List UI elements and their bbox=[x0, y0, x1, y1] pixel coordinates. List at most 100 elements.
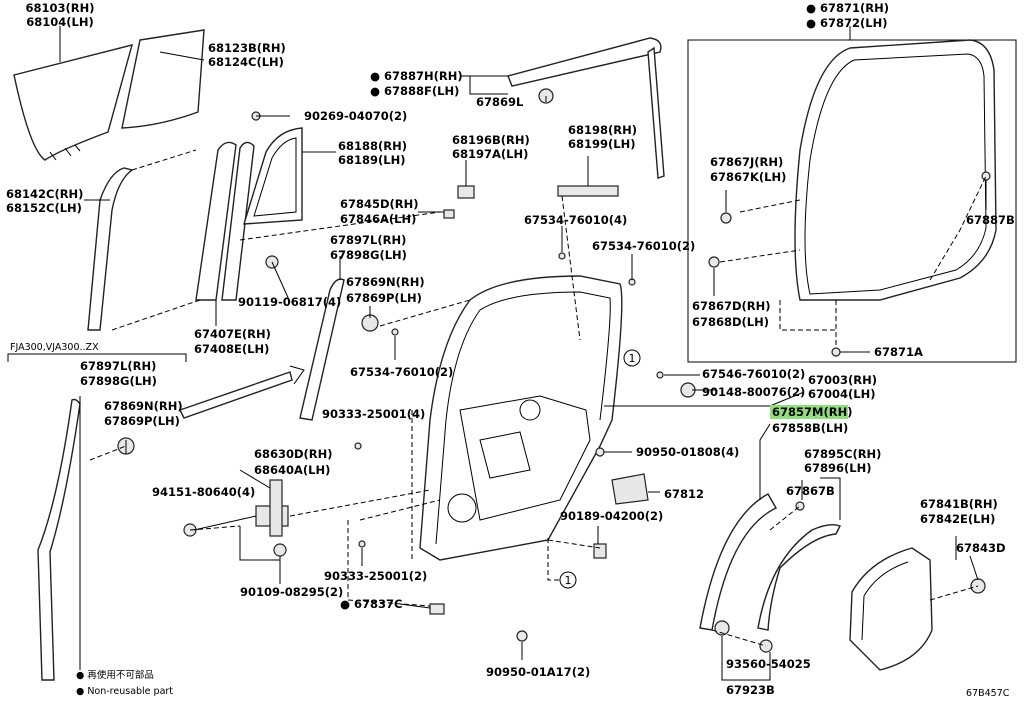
label-67534b[interactable]: 67534-76010(2) bbox=[592, 239, 695, 253]
label-67846a[interactable]: 67846A(LH) bbox=[340, 212, 416, 226]
label-90119[interactable]: 90119-06817(4) bbox=[238, 295, 341, 309]
plug-90333b[interactable] bbox=[358, 540, 366, 548]
label-90109[interactable]: 90109-08295(2) bbox=[240, 585, 343, 599]
label-67867b[interactable]: 67867B bbox=[786, 484, 835, 498]
label-67867k[interactable]: 67867K(LH) bbox=[710, 170, 786, 184]
label-67408e[interactable]: 67408E(LH) bbox=[194, 342, 269, 356]
label-90269[interactable]: 90269-04070(2) bbox=[304, 109, 407, 123]
label-68142c[interactable]: 68142C(RH) bbox=[6, 187, 83, 201]
label-68103[interactable]: 68103(RH) bbox=[26, 1, 95, 15]
label-90950a[interactable]: 90950-01808(4) bbox=[636, 445, 739, 459]
label-68630d[interactable]: 68630D(RH) bbox=[254, 447, 333, 461]
label-67841b[interactable]: 67841B(RH) bbox=[920, 497, 998, 511]
label-67887b[interactable]: 67887B bbox=[966, 213, 1015, 227]
pad-67812[interactable] bbox=[611, 473, 649, 505]
part-67845d[interactable] bbox=[443, 209, 455, 219]
label-67546[interactable]: 67546-76010(2) bbox=[702, 367, 805, 381]
label-67004[interactable]: 67004(LH) bbox=[808, 387, 875, 401]
label-67534a[interactable]: 67534-76010(4) bbox=[524, 213, 627, 227]
part-68196b[interactable] bbox=[457, 185, 475, 199]
label-67871[interactable]: ● 67871(RH) bbox=[806, 1, 889, 15]
label-67871a[interactable]: 67871A bbox=[874, 345, 923, 359]
label-67896[interactable]: 67896(LH) bbox=[804, 461, 871, 475]
quarter-window-frame[interactable] bbox=[243, 127, 303, 225]
plug-90333a[interactable] bbox=[354, 442, 362, 450]
clip-67871a[interactable] bbox=[831, 347, 841, 357]
wheel-arch-moulding[interactable] bbox=[699, 493, 841, 631]
clip-67534c[interactable] bbox=[391, 328, 399, 336]
door-glass[interactable] bbox=[13, 44, 133, 161]
label-67887h[interactable]: ● 67887H(RH) bbox=[370, 69, 463, 83]
label-90148[interactable]: 90148-80076(2) bbox=[702, 385, 805, 399]
label-68152c[interactable]: 68152C(LH) bbox=[6, 201, 82, 215]
label-67868d[interactable]: 67868D(LH) bbox=[692, 315, 769, 329]
label-67867d[interactable]: 67867D(RH) bbox=[692, 299, 771, 313]
part-67837c[interactable] bbox=[429, 603, 445, 615]
label-68104[interactable]: 68104(LH) bbox=[26, 15, 93, 29]
belt-moulding[interactable] bbox=[507, 37, 665, 179]
clip-67867j[interactable] bbox=[720, 212, 732, 224]
part-67923b[interactable] bbox=[714, 620, 730, 636]
glass-run-channel[interactable] bbox=[87, 167, 134, 331]
label-67897l[interactable]: 67897L(RH) bbox=[80, 359, 156, 373]
label-68197a[interactable]: 68197A(LH) bbox=[452, 147, 528, 161]
label-67407e[interactable]: 67407E(RH) bbox=[194, 327, 271, 341]
door-hinge[interactable] bbox=[255, 479, 289, 537]
division-bar[interactable] bbox=[195, 141, 255, 301]
label-68188[interactable]: 68188(RH) bbox=[338, 139, 407, 153]
label-68640a[interactable]: 68640A(LH) bbox=[254, 463, 330, 477]
clip-67534a[interactable] bbox=[558, 252, 566, 260]
arrow bbox=[179, 371, 293, 419]
clip-67546[interactable] bbox=[656, 371, 664, 379]
rear-door-panel[interactable] bbox=[419, 275, 623, 561]
weatherstrip-67897l-top[interactable] bbox=[299, 278, 345, 421]
label-68196b[interactable]: 68196B(RH) bbox=[452, 133, 530, 147]
label-67812[interactable]: 67812 bbox=[664, 487, 704, 501]
label-67857m[interactable]: 67857M(RH) bbox=[772, 405, 852, 419]
label-90950b[interactable]: 90950-01A17(2) bbox=[486, 665, 590, 679]
label-67869p-top[interactable]: 67869P(LH) bbox=[346, 291, 422, 305]
callouts: 68103(RH) 68104(LH) 68123B(RH) 68124C(LH… bbox=[6, 1, 1015, 699]
label-67858b[interactable]: 67858B(LH) bbox=[772, 421, 848, 435]
clip-67887b[interactable] bbox=[981, 171, 991, 181]
fender-liner[interactable] bbox=[849, 547, 933, 671]
clip-67867d[interactable] bbox=[708, 256, 720, 268]
label-90333a[interactable]: 90333-25001(4) bbox=[322, 407, 425, 421]
label-94151[interactable]: 94151-80640(4) bbox=[152, 485, 255, 499]
label-67869n-top[interactable]: 67869N(RH) bbox=[346, 275, 425, 289]
label-67003[interactable]: 67003(RH) bbox=[808, 373, 877, 387]
label-67534c[interactable]: 67534-76010(2) bbox=[350, 365, 453, 379]
label-67897l-top[interactable]: 67897L(RH) bbox=[330, 233, 406, 247]
label-68123b[interactable]: 68123B(RH) bbox=[208, 41, 286, 55]
label-90333b[interactable]: 90333-25001(2) bbox=[324, 569, 427, 583]
label-68189[interactable]: 68189(LH) bbox=[338, 153, 405, 167]
plug-90950a[interactable] bbox=[595, 447, 605, 457]
label-67888f[interactable]: ● 67888F(LH) bbox=[370, 84, 459, 98]
label-67872[interactable]: ● 67872(LH) bbox=[806, 16, 888, 30]
label-67923b[interactable]: 67923B bbox=[726, 683, 775, 697]
label-67842e[interactable]: 67842E(LH) bbox=[920, 512, 995, 526]
door-weatherstrip[interactable] bbox=[794, 39, 997, 301]
plug-90950b[interactable] bbox=[516, 630, 528, 642]
label-67869n[interactable]: 67869N(RH) bbox=[104, 399, 183, 413]
label-68199[interactable]: 68199(LH) bbox=[568, 137, 635, 151]
quarter-glass[interactable] bbox=[121, 29, 205, 129]
label-67898g-top[interactable]: 67898G(LH) bbox=[330, 248, 407, 262]
weatherstrip-67897l[interactable] bbox=[37, 398, 81, 681]
label-67898g[interactable]: 67898G(LH) bbox=[80, 374, 157, 388]
label-67869p[interactable]: 67869P(LH) bbox=[104, 414, 180, 428]
label-68198[interactable]: 68198(RH) bbox=[568, 123, 637, 137]
label-67895c[interactable]: 67895C(RH) bbox=[804, 447, 881, 461]
label-67837c[interactable]: ● 67837C bbox=[340, 597, 403, 611]
label-67867j[interactable]: 67867J(RH) bbox=[710, 155, 783, 169]
label-93560[interactable]: 93560-54025 bbox=[726, 657, 811, 671]
bolt-90109[interactable] bbox=[273, 543, 287, 557]
label-90189[interactable]: 90189-04200(2) bbox=[560, 509, 663, 523]
label-67843d[interactable]: 67843D bbox=[956, 541, 1006, 555]
label-68124c[interactable]: 68124C(LH) bbox=[208, 55, 284, 69]
clip-90189[interactable] bbox=[593, 543, 607, 559]
label-67845d[interactable]: 67845D(RH) bbox=[340, 197, 419, 211]
label-67869l[interactable]: 67869L bbox=[476, 95, 524, 109]
part-68198[interactable] bbox=[557, 185, 619, 197]
